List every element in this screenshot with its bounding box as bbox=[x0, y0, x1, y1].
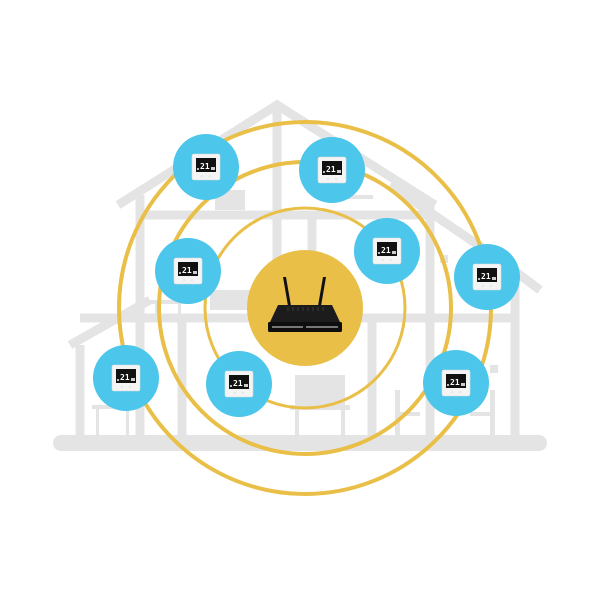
thermostat-mid-left: 21 bbox=[155, 238, 221, 304]
temperature-readout: 21 bbox=[326, 165, 336, 174]
temperature-readout: 21 bbox=[481, 272, 491, 281]
thermostat-icon: 21 bbox=[372, 237, 402, 265]
thermostat-icon: 21 bbox=[441, 369, 471, 397]
thermostat-icon: 21 bbox=[111, 364, 141, 392]
table bbox=[150, 300, 185, 304]
thermostat-bottom-right: 21 bbox=[423, 350, 489, 416]
thermostat-icon: 21 bbox=[472, 263, 502, 291]
thermostat-icon: 21 bbox=[317, 156, 347, 184]
router-node bbox=[247, 250, 363, 366]
thermostat-far-right: 21 bbox=[454, 244, 520, 310]
thermostat-mid-right: 21 bbox=[354, 218, 420, 284]
tv-cabinet bbox=[295, 375, 345, 405]
thermostat-bottom-center: 21 bbox=[206, 351, 272, 417]
inner-ring bbox=[203, 206, 407, 410]
temperature-readout: 21 bbox=[450, 378, 460, 387]
thermostat-nodes: 21 21 21 21 21 21 21 21 bbox=[93, 134, 520, 417]
thermostat-top-left: 21 bbox=[173, 134, 239, 200]
thermostat-icon: 21 bbox=[191, 153, 221, 181]
wall-frame-corner bbox=[490, 365, 498, 373]
thermostat-icon: 21 bbox=[173, 257, 203, 285]
temperature-readout: 21 bbox=[381, 246, 391, 255]
thermostat-icon: 21 bbox=[224, 370, 254, 398]
temperature-readout: 21 bbox=[120, 373, 130, 382]
thermostat-top-center: 21 bbox=[299, 137, 365, 203]
temperature-readout: 21 bbox=[182, 266, 192, 275]
temperature-readout: 21 bbox=[233, 379, 243, 388]
wifi-router-icon bbox=[268, 277, 342, 332]
temperature-readout: 21 bbox=[200, 162, 210, 171]
thermostat-bottom-left: 21 bbox=[93, 345, 159, 411]
shelf bbox=[345, 195, 373, 199]
